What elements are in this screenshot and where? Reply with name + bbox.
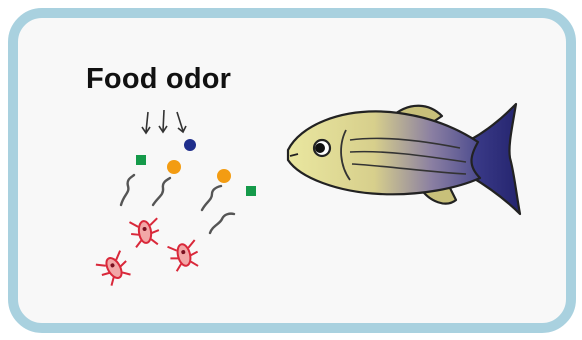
odor-molecule-icon bbox=[167, 160, 181, 174]
odor-molecule-icon bbox=[217, 169, 231, 183]
worms bbox=[121, 175, 234, 233]
worm-icon bbox=[210, 214, 234, 233]
brine-shrimp-icon bbox=[96, 251, 133, 288]
zebrafish-icon bbox=[288, 104, 520, 214]
brine-shrimp-icon bbox=[168, 240, 201, 272]
downward-arrows-icon bbox=[142, 110, 186, 133]
worm-icon bbox=[202, 186, 221, 210]
odor-molecule-icon bbox=[246, 186, 256, 196]
odor-molecule-icon bbox=[184, 139, 196, 151]
worm-icon bbox=[153, 178, 170, 205]
brine-shrimp-icon bbox=[129, 218, 160, 248]
worm-icon bbox=[121, 175, 134, 205]
odor-molecules bbox=[136, 139, 256, 196]
odor-molecule-icon bbox=[136, 155, 146, 165]
